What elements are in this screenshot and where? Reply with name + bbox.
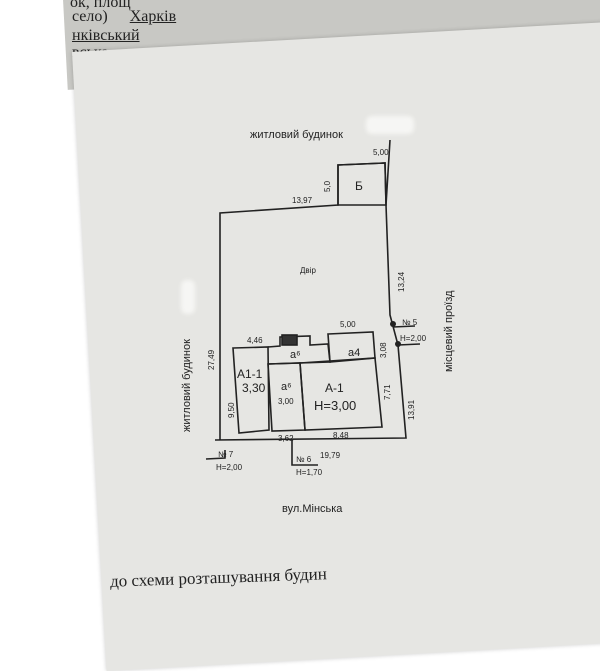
building-a1-1-height: 3,30 [242, 381, 266, 395]
dim-bottom-right: 8,48 [333, 431, 349, 440]
building-a1-1-label: A1-1 [237, 367, 263, 381]
header-line1: ок, площ [70, 0, 131, 11]
dim-b-side: 5,0 [323, 180, 332, 192]
dim-right-house: 7,71 [383, 384, 392, 400]
marker-7-h: H=2,00 [216, 463, 243, 472]
yard-label: Двір [300, 266, 316, 275]
district: нківський [72, 27, 140, 44]
dim-bottom-total: 19,79 [320, 451, 341, 460]
lot-boundary [214, 139, 407, 441]
house-a1-1 [232, 346, 270, 434]
dim-house-top-left: 4,46 [247, 336, 263, 345]
marker-7: № 7 [218, 450, 234, 459]
dim-left-house: 9,50 [227, 402, 236, 418]
building-a6-label: a⁶ [281, 381, 292, 393]
header-line2: село) Харків [72, 8, 177, 25]
dim-top-line: 13,97 [292, 196, 313, 205]
dim-right-upper: 13,24 [397, 271, 406, 292]
dim-bottom-left: 3,62 [278, 434, 294, 443]
building-a1-label: A-1 [325, 381, 344, 395]
site-plan: 5,00 5,0 13,97 13,24 27,49 4,46 5,00 3,0… [181, 129, 455, 515]
dim-house-top-right: 5,00 [340, 320, 356, 329]
street-label: вул.Мінська [282, 503, 343, 515]
top-neighbor-label: житловий будинок [250, 129, 343, 141]
marker-6: № 6 [296, 455, 312, 464]
building-a6-height: 3,00 [278, 397, 294, 406]
right-road-label: місцевий проїзд [443, 290, 455, 372]
redacted-top [366, 116, 414, 134]
city: Харків [129, 8, 177, 25]
building-a6-top-label: a⁶ [290, 349, 301, 361]
dim-a4-side: 3,08 [379, 342, 388, 358]
dim-left-total: 27,49 [207, 349, 216, 370]
house-a1 [299, 357, 383, 431]
building-b [337, 162, 387, 206]
left-neighbor-label: житловий будинок [181, 339, 193, 432]
building-a1-height: H=3,00 [314, 398, 356, 413]
marker-5-h: H=2,00 [400, 334, 427, 343]
building-b-label: Б [355, 179, 363, 193]
marker-6-h: H=1,70 [296, 468, 323, 477]
dim-top-b: 5,00 [373, 148, 389, 157]
building-a4-label: a4 [348, 347, 360, 359]
marker-5: № 5 [402, 318, 418, 327]
redacted-left [181, 280, 195, 314]
dim-right-lower: 13,91 [407, 399, 416, 420]
chimney [281, 334, 298, 346]
